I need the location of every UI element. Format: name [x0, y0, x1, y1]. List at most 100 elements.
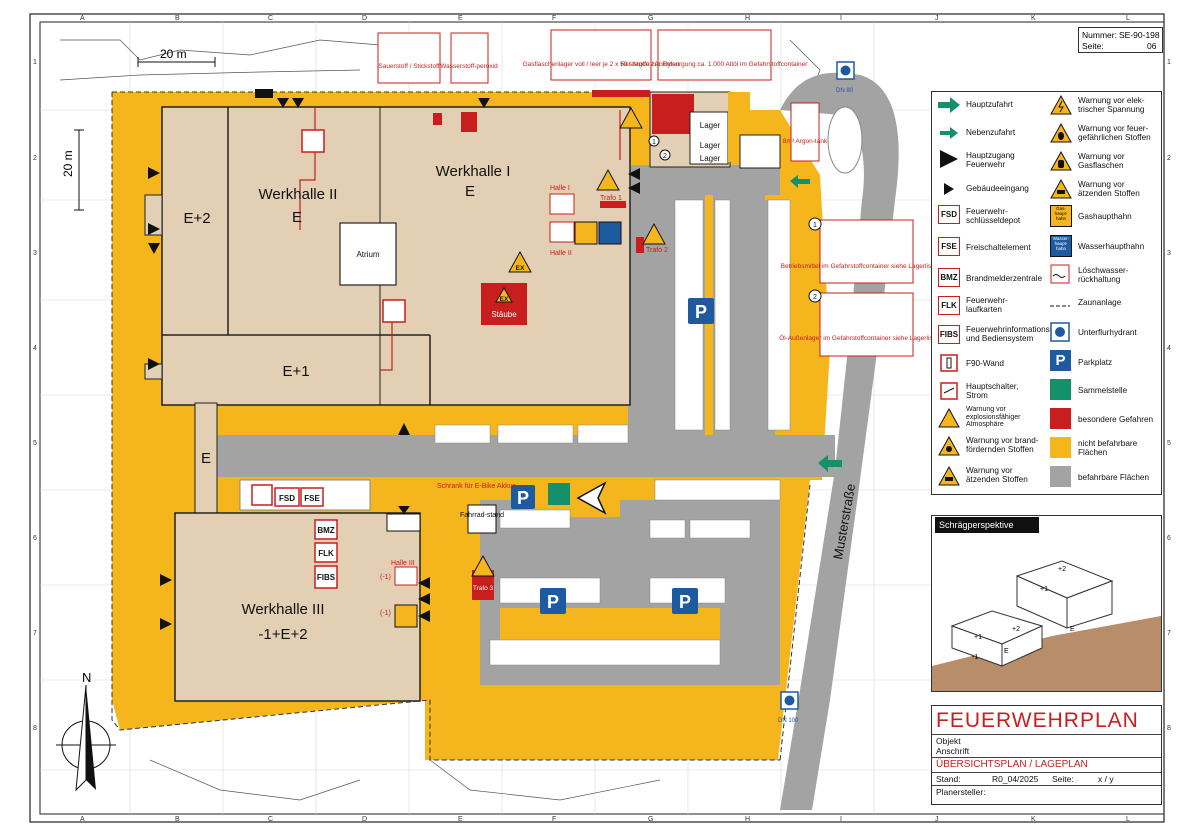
legend-zaunanlage: Zaunanlage: [1078, 298, 1122, 307]
halle3-label: Halle III: [391, 560, 415, 567]
north-label: N: [82, 670, 91, 685]
drivable-swatch: [1050, 466, 1071, 487]
col-label-f: F: [552, 15, 556, 22]
col-label-a-bottom: A: [80, 816, 85, 823]
trafo1-label: Trafo 1: [600, 195, 622, 202]
hydrant-dn80-label: DN 80: [836, 88, 854, 94]
legend-fibs: Feuerwehrinformations- und Bediensystem: [966, 325, 1053, 343]
row-label-6: 6: [33, 535, 37, 542]
oel-label: Öl-Außenlager im Gefahrstoffcontainer si…: [779, 334, 953, 342]
lager-2: Lager: [700, 141, 721, 150]
sheet-number-box: Nummer: SE-90-198 Seite: 06: [1078, 27, 1163, 53]
number-value: SE-90-198: [1119, 30, 1160, 40]
numbered-markers: [648, 135, 822, 303]
fire-brigade-gate: [386, 513, 421, 532]
row-label-7: 7: [33, 630, 37, 637]
col-label-g: G: [648, 15, 653, 22]
f90-wall-icon: [940, 354, 962, 372]
legend-flk-box: FLK: [938, 296, 960, 315]
minus1-label-a: (-1): [380, 574, 391, 581]
minus1-label-b: (-1): [380, 610, 391, 617]
legend-fsd: Feuerwehr-schlüsseldepot: [966, 207, 1021, 225]
perspective-title: Schrägperspektive: [935, 517, 1039, 533]
lager-1: Lager: [700, 121, 721, 130]
plan-subtitle: ÜBERSICHTSPLAN / LAGEPLAN: [936, 759, 1088, 770]
legend-bmz-box: BMZ: [938, 268, 960, 287]
col-label-c: C: [268, 15, 273, 22]
stand-value: R0_04/2025: [992, 774, 1039, 784]
f90-wall-symbol-2: [382, 299, 406, 323]
e-label: E: [201, 450, 211, 467]
hydrant-icons: [780, 61, 855, 710]
row-label-8: 8: [33, 725, 37, 732]
e-plus-1-label: E+1: [282, 363, 309, 380]
planer-label: Planersteller:: [936, 787, 986, 797]
corrosive-warning-icon: [938, 465, 960, 486]
col-label-b: B: [175, 15, 180, 22]
persp-label-2: +1: [1040, 586, 1048, 593]
row-label-6-right: 6: [1167, 535, 1171, 542]
legend-elektrisch: Warnung vor elek-trischer Spannung: [1078, 96, 1145, 114]
hazard-zone-containers: [652, 94, 694, 134]
parking-p-2: P: [517, 488, 529, 508]
legend-nebenzufahrt: Nebenzufahrt: [966, 128, 1016, 137]
fence-icon: [1050, 297, 1072, 313]
legend-flk: Feuerwehr-laufkarten: [966, 296, 1008, 314]
hydrant-dn100-label: DN 100: [778, 718, 799, 724]
marker-1-b: 1: [813, 222, 817, 229]
plan-title: FEUERWEHRPLAN: [936, 709, 1139, 732]
water-valve-icon: Wasser-haupt-hahn: [1050, 235, 1072, 257]
persp-label-4: +2: [1012, 626, 1020, 633]
col-label-d: D: [362, 15, 367, 22]
main-switch-halle3: [394, 566, 418, 586]
ex-marker-2: EX: [500, 296, 509, 303]
col-label-j-bottom: J: [935, 816, 939, 823]
main-driveway-icon: [938, 97, 960, 113]
legend-gebaeudeeingang: Gebäudeeingang: [966, 184, 1029, 193]
gas-cylinder-warning-icon: [1050, 150, 1072, 171]
row-label-4: 4: [33, 345, 37, 352]
atrium: [339, 222, 397, 286]
legend-aetzend-1: Warnung vor ätzenden Stoffen: [966, 466, 1028, 484]
row-label-3-right: 3: [1167, 250, 1171, 257]
row-label-5: 5: [33, 440, 37, 447]
row-label-2-right: 2: [1167, 155, 1171, 162]
col-label-i: I: [840, 15, 842, 22]
legend-f90: F90-Wand: [966, 359, 1004, 368]
parking-p-3: P: [547, 592, 559, 612]
marker-2-b: 2: [813, 294, 817, 301]
lager-3: Lager: [700, 154, 721, 163]
bike-stand: [467, 504, 497, 534]
row-label-8-right: 8: [1167, 725, 1171, 732]
grid-labels: A B C D E F G H I J K L A B C D E F G H …: [33, 15, 1171, 823]
legend-nicht-befahrbar: nicht befahrbare Flächen: [1078, 439, 1138, 457]
corrosive-warning-icon-2: [1050, 178, 1072, 199]
fire-access-icon: [940, 150, 962, 168]
werkhalle2-floors: E: [292, 209, 302, 226]
staube-label: Stäube: [491, 310, 517, 319]
col-label-k: K: [1031, 15, 1036, 22]
col-label-e: E: [458, 15, 463, 22]
col-label-f-bottom: F: [552, 816, 556, 823]
main-switch-halle1: [549, 193, 575, 215]
gas-valve-1: [574, 221, 598, 245]
title-block: FEUERWEHRPLAN Objekt Anschrift ÜBERSICHT…: [931, 705, 1162, 805]
legend-brandfoerdernd: Warnung vor brand-fördernden Stoffen: [966, 436, 1039, 454]
flammable-warning-icon: [1050, 122, 1072, 143]
non-drivable-swatch: [1050, 437, 1071, 458]
col-label-i-bottom: I: [840, 816, 842, 823]
roundabout-island: [827, 106, 863, 174]
col-label-l-bottom: L: [1126, 816, 1130, 823]
reststoffe-label: Reststoffe zur Entsorgung ca. 1.000 Altö…: [621, 61, 809, 68]
explosive-warning-icon: [938, 407, 960, 428]
row-label-1: 1: [33, 59, 37, 66]
trafo-3-box: [472, 570, 494, 600]
col-label-j: J: [935, 15, 939, 22]
seite-value: x / y: [1098, 774, 1114, 784]
legend-fsd-box: FSD: [938, 205, 960, 224]
assembly-point-icon: [1050, 379, 1071, 400]
werkhalle-3-building: [174, 512, 421, 702]
legend-loeschwasser: Löschwasser-rückhaltung: [1078, 266, 1129, 284]
legend-fse: Freischaltelement: [966, 243, 1031, 252]
